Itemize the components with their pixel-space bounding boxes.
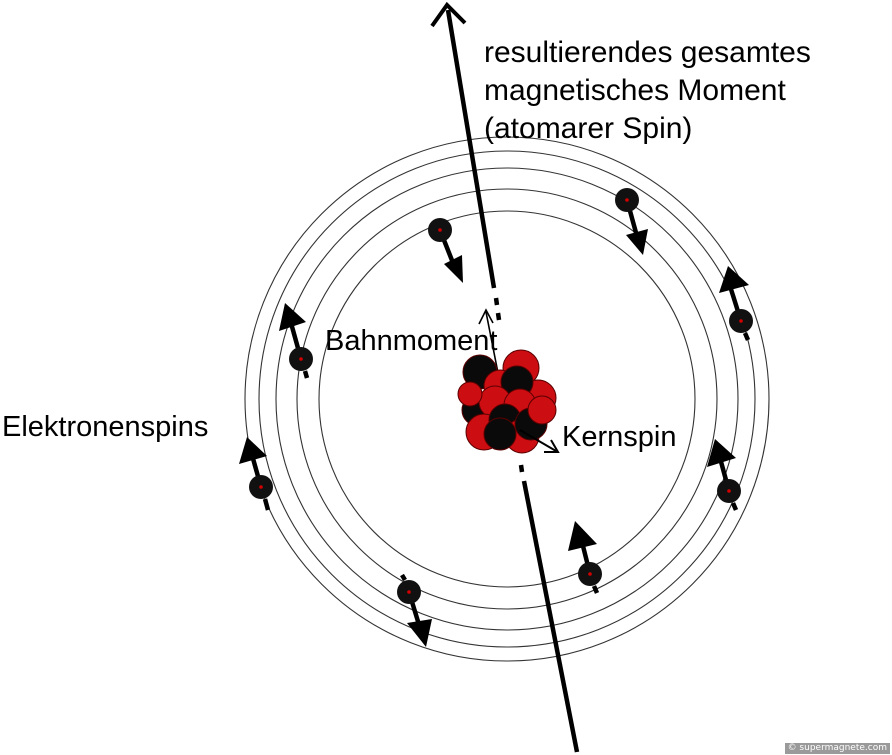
orbital-arrowhead-icon xyxy=(478,308,494,325)
spin-arrowhead-icon xyxy=(407,619,432,647)
total-moment-label: resultierendes gesamtes magnetisches Mom… xyxy=(484,34,811,148)
nuclear-spin-label: Kernspin xyxy=(562,421,677,453)
nuclear-spin-arrow xyxy=(519,429,560,453)
axis-dash-2 xyxy=(495,312,502,321)
electron-5 xyxy=(239,437,273,511)
spin-arrowhead-icon xyxy=(239,437,267,464)
axis-arrowhead-icon xyxy=(430,1,467,28)
shell-1 xyxy=(318,210,696,588)
shell-2 xyxy=(296,188,718,610)
nucleus-icon xyxy=(457,349,557,454)
spin-arrowhead-icon xyxy=(719,266,749,293)
electron-spins-label: Elektronenspins xyxy=(2,411,209,443)
shell-4 xyxy=(258,150,756,648)
electron-8 xyxy=(397,573,432,647)
total-moment-line-1: resultierendes gesamtes xyxy=(484,36,811,69)
electron-4 xyxy=(279,303,313,379)
orbital-moment-label: Bahnmoment xyxy=(325,325,498,357)
total-moment-axis xyxy=(430,1,580,753)
spin-arrowhead-icon xyxy=(279,303,306,331)
electron-2 xyxy=(615,188,648,255)
spin-arrowhead-icon xyxy=(444,255,463,283)
axis-dash-1 xyxy=(493,297,500,306)
electrons xyxy=(239,188,753,647)
electron-3 xyxy=(719,266,753,341)
axis-upper-line xyxy=(445,9,497,289)
axis-dash-3 xyxy=(518,464,525,473)
orbital-moment-arrow xyxy=(478,308,500,379)
spin-arrowhead-icon xyxy=(707,439,736,467)
electron-shells xyxy=(244,136,770,662)
total-moment-line-2: magnetisches Moment xyxy=(484,74,786,107)
watermark: © supermagnete.com xyxy=(784,743,890,754)
electron-7 xyxy=(568,521,602,594)
nuclear-spin-arrowhead-icon xyxy=(544,439,560,453)
electron-6 xyxy=(707,439,741,511)
axis-lower-line xyxy=(521,480,580,753)
spin-arrowhead-icon xyxy=(568,521,597,551)
electron-1 xyxy=(428,218,463,283)
spin-arrowhead-icon xyxy=(626,229,648,255)
shell-5 xyxy=(244,136,770,662)
total-moment-line-3: (atomarer Spin) xyxy=(484,112,693,145)
shell-3 xyxy=(275,167,739,631)
